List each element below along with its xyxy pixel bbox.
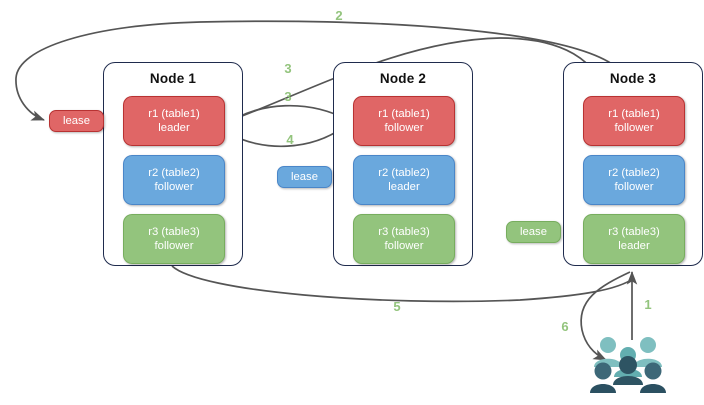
replica-role: follower: [384, 122, 424, 134]
replica-name: r1 (table1): [148, 108, 200, 120]
replica-name: r2 (table2): [608, 167, 660, 179]
users-group-icon: [590, 337, 666, 393]
replica-box[interactable]: r1 (table1) follower: [583, 96, 685, 146]
replica-box[interactable]: r2 (table2) follower: [583, 155, 685, 205]
node-container-2[interactable]: Node 2 r1 (table1) follower r2 (table2) …: [333, 62, 473, 266]
replica-box[interactable]: r3 (table3) follower: [123, 214, 225, 264]
replica-role: follower: [154, 240, 194, 252]
replica-role: follower: [614, 181, 654, 193]
replica-box[interactable]: r3 (table3) follower: [353, 214, 455, 264]
step-label-3-upper: 3: [284, 61, 292, 76]
replica-name: r3 (table3): [378, 226, 430, 238]
lease-badge-blue[interactable]: lease: [277, 166, 332, 188]
lease-badge-red[interactable]: lease: [49, 110, 104, 132]
replica-name: r3 (table3): [608, 226, 660, 238]
replica-box[interactable]: r2 (table2) follower: [123, 155, 225, 205]
step-label-3-lower: 3: [284, 89, 292, 104]
replica-box[interactable]: r2 (table2) leader: [353, 155, 455, 205]
lease-label: lease: [62, 115, 90, 127]
replica-role: leader: [158, 122, 190, 134]
step-label-1: 1: [644, 297, 652, 312]
node-title: Node 1: [149, 71, 197, 86]
replica-role: follower: [154, 181, 194, 193]
replica-name: r1 (table1): [608, 108, 660, 120]
lease-label: lease: [519, 226, 547, 238]
node-title: Node 2: [379, 71, 427, 86]
step-label-2: 2: [335, 8, 343, 23]
node-container-3[interactable]: Node 3 r1 (table1) follower r2 (table2) …: [563, 62, 703, 266]
replica-role: follower: [614, 122, 654, 134]
replica-role: leader: [388, 181, 420, 193]
step-label-4: 4: [286, 132, 294, 147]
replica-name: r3 (table3): [148, 226, 200, 238]
replica-role: leader: [618, 240, 650, 252]
lease-badge-green[interactable]: lease: [506, 221, 561, 243]
replica-name: r1 (table1): [378, 108, 430, 120]
replica-role: follower: [384, 240, 424, 252]
step-label-5: 5: [393, 299, 401, 314]
replica-box[interactable]: r1 (table1) leader: [123, 96, 225, 146]
step-label-6: 6: [561, 319, 569, 334]
node-title: Node 3: [609, 71, 657, 86]
lease-label: lease: [290, 171, 318, 183]
replica-name: r2 (table2): [378, 167, 430, 179]
node-container-1[interactable]: Node 1 r1 (table1) leader r2 (table2) fo…: [103, 62, 243, 266]
arrow-step-5: [171, 265, 635, 303]
replica-name: r2 (table2): [148, 167, 200, 179]
replica-box[interactable]: r1 (table1) follower: [353, 96, 455, 146]
replica-box[interactable]: r3 (table3) leader: [583, 214, 685, 264]
